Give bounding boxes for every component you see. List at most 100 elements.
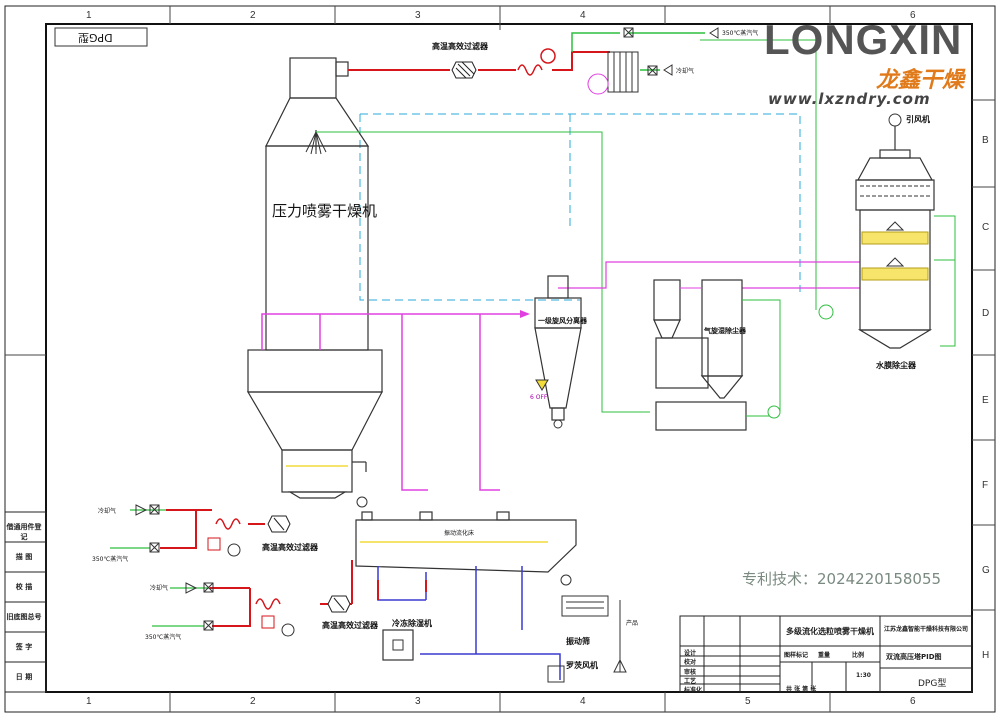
label-fluid-bed: 振动流化床 <box>444 530 475 537</box>
header-arrow <box>520 310 530 318</box>
col-label-6: 6 <box>910 10 916 21</box>
top-heater-icon <box>540 48 556 64</box>
patent-text: 专利技术：2024220158055 <box>742 570 942 588</box>
side-table <box>4 511 47 693</box>
water-film-dust-collector <box>855 126 935 349</box>
col-label-2b: 2 <box>250 696 256 707</box>
label-cold-mid: 冷却气 <box>98 508 117 515</box>
label-cyclone-dust: 气旋湿除尘器 <box>704 327 746 335</box>
side-cell-4: 签 字 <box>15 643 33 651</box>
mid-heater-box <box>207 537 221 551</box>
tb-model: DPG型 <box>918 679 947 689</box>
label-cold-top: 冷却气 <box>676 68 695 75</box>
label-cyclone: 一级旋风分离器 <box>538 317 587 325</box>
top-valve-2 <box>647 65 658 76</box>
magenta-cyclone-outlet <box>558 261 860 289</box>
cyclone-hopper-valve <box>553 419 563 429</box>
tb-project: 多级流化选粒喷雾干燥机 <box>786 627 874 636</box>
top-heat-exchanger <box>607 51 639 93</box>
tb-row-3: 工艺 <box>684 678 697 685</box>
tb-sheet: 共 张 第 张 <box>786 686 817 693</box>
col-label-1b: 1 <box>86 696 92 707</box>
brand-url: www.lxzndry.com <box>768 90 931 108</box>
col-label-4: 4 <box>580 10 586 21</box>
mid-fan-icon <box>227 543 241 557</box>
low-heater-box <box>261 615 275 629</box>
scrubber-bed-1 <box>861 231 929 245</box>
col-label-3b: 3 <box>415 696 421 707</box>
fluid-bed-outlet-valve <box>560 574 572 586</box>
low-fan-icon <box>281 623 295 637</box>
title-block-grid <box>679 615 973 693</box>
top-valve-1 <box>623 27 634 38</box>
col-label-3: 3 <box>415 10 421 21</box>
row-label-e: E <box>982 395 989 406</box>
mid-green-link <box>110 509 166 549</box>
outer-frame <box>4 5 996 713</box>
cyclone-dust-collector <box>653 279 747 431</box>
cool-dehumidifier <box>382 629 414 661</box>
side-cell-3: 旧底图总号 <box>6 613 42 621</box>
col-label-2: 2 <box>250 10 256 21</box>
label-roots-fan: 罗茨风机 <box>566 661 598 670</box>
low-red-line <box>210 587 352 627</box>
label-dehumidifier: 冷冻除湿机 <box>392 619 432 628</box>
tb-row-0: 设计 <box>684 650 697 657</box>
cyclone-funnel <box>535 379 549 391</box>
tb-row-1: 校对 <box>684 659 697 666</box>
row-label-b: B <box>982 135 989 146</box>
col-label-1: 1 <box>86 10 92 21</box>
label-product: 产品 <box>626 620 639 627</box>
mid-valve-1 <box>149 504 160 515</box>
top-green-line <box>571 32 705 52</box>
row-label-h: H <box>982 650 990 661</box>
dust-pump-icon <box>767 405 781 419</box>
scrubber-sprayers <box>885 221 905 267</box>
stamp-box <box>54 27 148 47</box>
top-coil-icon <box>517 64 543 76</box>
tb-header-2: 比例 <box>852 652 865 659</box>
brand-logo: LONGXIN 龙鑫干燥 www.lxzndry.com <box>758 14 968 110</box>
vibration-screen <box>561 595 627 673</box>
scrubber-green-circuit <box>934 215 956 347</box>
tb-header-1: 重量 <box>818 652 831 659</box>
magenta-air-header <box>261 313 520 491</box>
mid-coil-icon <box>215 518 241 530</box>
low-arrow <box>185 582 198 594</box>
label-water-dust: 水膜除尘器 <box>876 361 916 370</box>
side-cell-2: 校 描 <box>15 583 33 591</box>
label-fan: 引风机 <box>906 115 930 124</box>
tower-bottom-valve <box>356 496 368 508</box>
stamp-label: DPG型 <box>78 31 113 44</box>
row-label-g: G <box>982 565 990 576</box>
spray-nozzle <box>305 131 327 155</box>
brand-chinese: 龙鑫干燥 <box>876 68 965 93</box>
mid-red-line <box>160 509 265 549</box>
green-tower-line <box>700 39 817 310</box>
frame-tick-marks <box>5 6 995 712</box>
label-filter-mid: 高温高效过滤器 <box>262 543 318 552</box>
label-steam-top: 350℃蒸汽气 <box>722 30 759 37</box>
dryer-title: 压力喷雾干燥机 <box>272 202 378 220</box>
label-cold-low: 冷却气 <box>150 585 169 592</box>
tb-company: 江苏龙鑫智能干燥科技有限公司 <box>884 626 969 633</box>
boundary-dashed <box>359 113 801 301</box>
label-top-filter: 高温高效过滤器 <box>432 42 488 51</box>
spray-dryer-tower <box>246 57 383 499</box>
label-off: 6 OFF <box>530 394 548 401</box>
inner-frame <box>45 23 973 693</box>
top-arrow-steam <box>709 27 719 39</box>
tb-header-0: 图样标记 <box>784 652 809 659</box>
label-steam-mid: 350℃蒸汽气 <box>92 556 129 563</box>
label-steam-low: 350℃蒸汽气 <box>145 634 182 641</box>
top-arrow-cold <box>663 64 673 76</box>
tb-scale: 1:30 <box>856 672 871 679</box>
fluid-bed <box>355 511 577 573</box>
fluid-bed-bottom-pipe <box>420 653 561 680</box>
tb-drawing-name: 双流高压塔PID图 <box>886 653 942 661</box>
row-label-d: D <box>982 308 990 319</box>
low-coil-icon <box>255 598 281 610</box>
low-valve-2 <box>203 620 214 631</box>
tb-row-2: 审核 <box>684 669 697 676</box>
low-green-link <box>152 587 210 627</box>
